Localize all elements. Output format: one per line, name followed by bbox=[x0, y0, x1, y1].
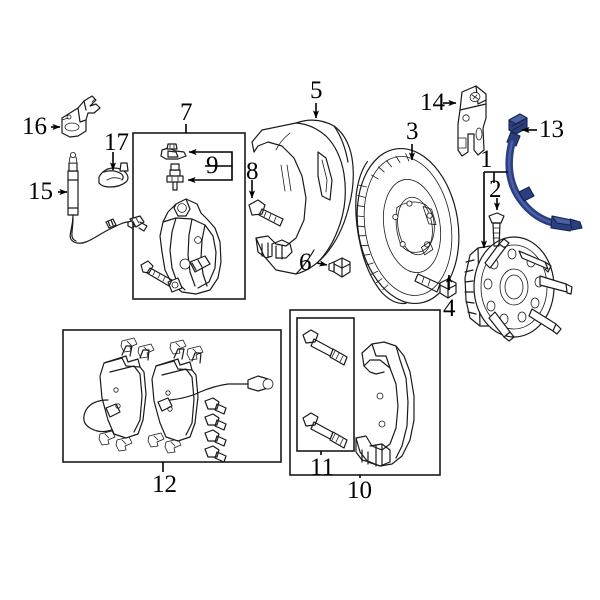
part-1-wheel-hub bbox=[464, 236, 573, 342]
part-6-shield-bolt bbox=[328, 257, 351, 278]
pad-bolts bbox=[204, 397, 227, 463]
part-2-hub-bolt bbox=[488, 212, 505, 247]
callout-11: 11 bbox=[310, 454, 335, 481]
callout-12: 12 bbox=[152, 471, 177, 498]
callout-8: 8 bbox=[246, 158, 259, 185]
callout-5: 5 bbox=[310, 77, 323, 104]
callout-7: 7 bbox=[180, 99, 193, 126]
part-16-hose-bracket bbox=[61, 95, 101, 138]
callout-10: 10 bbox=[347, 477, 372, 504]
part-11-guide-pins bbox=[302, 329, 348, 449]
leader-lines bbox=[51, 99, 537, 478]
callout-1: 1 bbox=[480, 146, 493, 173]
part-8-shield-bolt bbox=[248, 199, 284, 227]
callout-17: 17 bbox=[104, 129, 129, 156]
callout-3: 3 bbox=[406, 118, 419, 145]
part-7-caliper-assembly bbox=[140, 143, 222, 295]
callout-9: 9 bbox=[206, 152, 219, 179]
part-14-sensor-bracket bbox=[457, 85, 487, 157]
callout-14: 14 bbox=[420, 89, 445, 116]
part-5-splash-shield bbox=[251, 119, 354, 275]
callout-16: 16 bbox=[22, 113, 47, 140]
part-13-abs-speed-sensor bbox=[505, 113, 583, 232]
callout-2: 2 bbox=[489, 176, 502, 203]
panel-boxes bbox=[62, 132, 441, 476]
callout-6: 6 bbox=[299, 249, 312, 276]
callout-15: 15 bbox=[28, 178, 53, 205]
part-3-brake-rotor bbox=[355, 147, 460, 305]
part-4-rotor-bolt bbox=[414, 273, 457, 299]
part-15-brake-hose bbox=[67, 151, 148, 244]
callout-13: 13 bbox=[539, 116, 564, 143]
callout-4: 4 bbox=[443, 295, 456, 322]
part-12-brake-pad-kit bbox=[83, 337, 274, 463]
part-10-caliper-bracket bbox=[355, 341, 415, 467]
